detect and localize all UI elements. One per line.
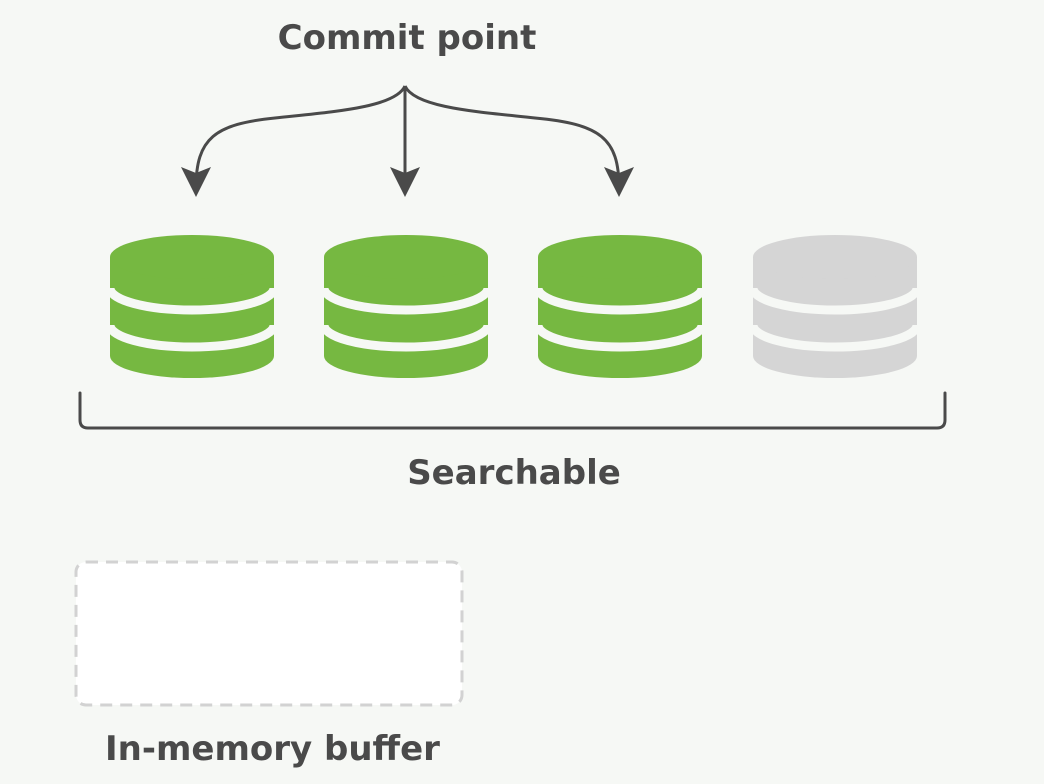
- in-memory-buffer-label: In-memory buffer: [105, 729, 440, 769]
- in-memory-buffer-box: [74, 560, 464, 707]
- commit-arrow-left: [181, 85, 407, 197]
- segment-cylinder-committed: [105, 235, 279, 378]
- segments-group: [105, 235, 922, 378]
- segment-cylinder-uncommitted: [748, 235, 922, 378]
- searchable-label: Searchable: [407, 453, 621, 493]
- commit-arrows: [181, 85, 634, 197]
- commit-point-label: Commit point: [277, 18, 537, 58]
- segment-cylinder-committed: [319, 235, 493, 378]
- searchable-bracket: [78, 391, 947, 430]
- commit-arrow-right: [403, 85, 634, 197]
- segment-cylinder-committed: [533, 235, 707, 378]
